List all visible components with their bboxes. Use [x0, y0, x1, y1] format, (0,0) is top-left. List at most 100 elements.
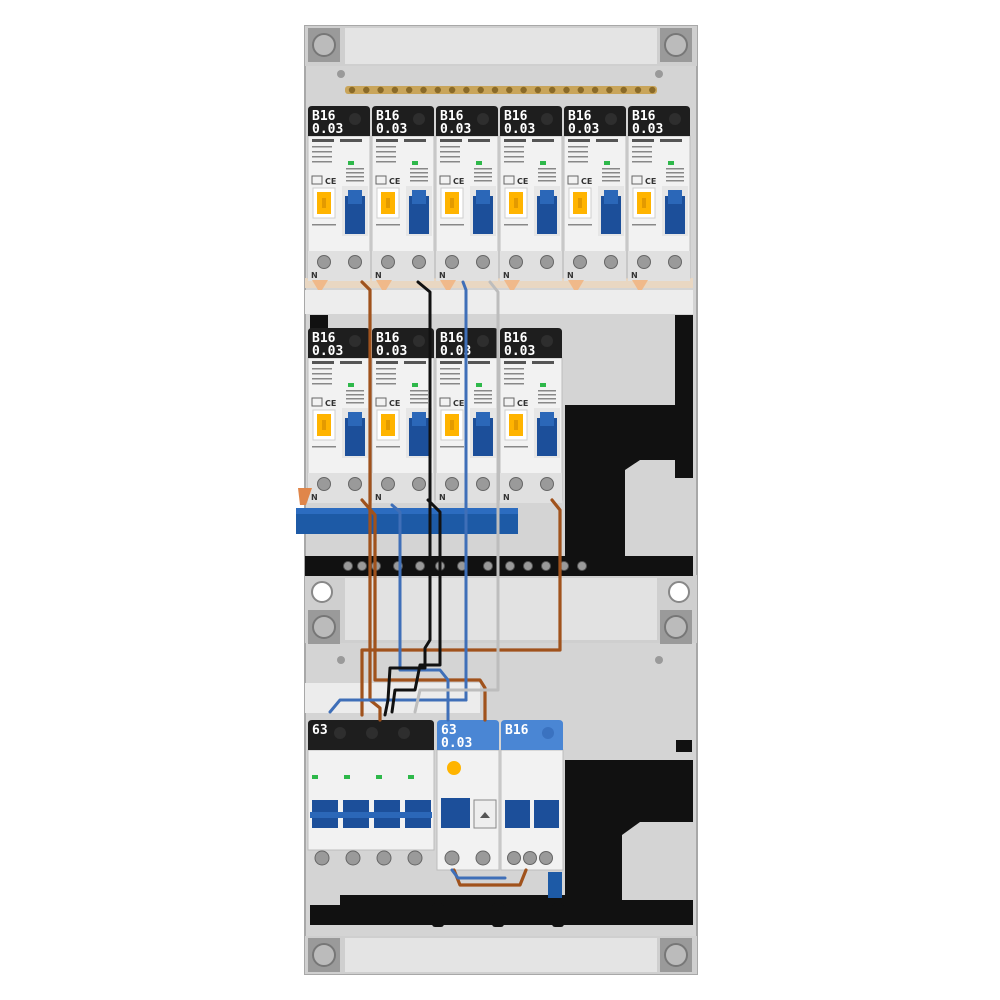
brand-mark: [504, 361, 526, 364]
mcb-lever[interactable]: [534, 800, 559, 828]
rcbo-rating-label: B16: [440, 109, 464, 124]
rating-box: [439, 397, 451, 407]
terminal-screw: [343, 561, 353, 571]
rcbo-lever[interactable]: [473, 418, 493, 456]
rcbo-lever[interactable]: [665, 196, 685, 234]
rcbo-lever[interactable]: [409, 196, 429, 234]
rcd-test-button[interactable]: [447, 761, 461, 775]
rcbo-lever[interactable]: [345, 418, 365, 456]
spec-text-line: [440, 156, 460, 158]
spec-text-line: [312, 378, 332, 380]
main-switch-label-text: 63: [312, 723, 328, 738]
rcd-lever[interactable]: [441, 798, 470, 828]
ce-mark-icon: CE: [389, 399, 400, 408]
spec-text-line: [440, 224, 464, 226]
mcb-label-text: B16: [505, 723, 529, 738]
busbar-screw: [434, 86, 441, 94]
rcbo-lever-cap[interactable]: [348, 190, 362, 204]
terminal-screw: [381, 255, 395, 269]
rcbo-lever[interactable]: [537, 196, 557, 234]
rating-box: [503, 175, 515, 185]
rcbo-lever-cap[interactable]: [412, 190, 426, 204]
terminal-screw: [540, 255, 554, 269]
mcb-device[interactable]: B16: [500, 720, 564, 898]
spec-text-line: [440, 368, 460, 370]
rating-box: [439, 175, 451, 185]
rcbo-sensitivity-label: 0.03: [632, 122, 663, 137]
neutral-terminal-mark: N: [375, 271, 382, 280]
spec-text-line: [632, 146, 652, 148]
rcbo-sensitivity-label: 0.03: [312, 344, 343, 359]
rcd-label-text: 63: [441, 723, 457, 738]
rcbo-lever-cap[interactable]: [604, 190, 618, 204]
mounting-screw-icon: [660, 938, 692, 972]
spec-text-line: [568, 156, 588, 158]
spec-text-line: [376, 378, 396, 380]
rcd-device[interactable]: 630.03: [436, 720, 500, 871]
ce-mark-icon: CE: [645, 177, 656, 186]
terminal-block-screws: [343, 561, 587, 571]
spec-text-line: [410, 172, 428, 174]
mcb-lever[interactable]: [505, 800, 530, 828]
comb-tab: [632, 280, 648, 290]
busbar-screw: [620, 86, 627, 94]
spec-text-line: [666, 176, 684, 178]
ce-mark-icon: CE: [517, 399, 528, 408]
terminal-screw: [348, 255, 362, 269]
spec-text-line: [632, 156, 652, 158]
rcbo-lever-cap[interactable]: [540, 190, 554, 204]
middle-frame-highlight: [345, 578, 657, 640]
rating-box: [567, 175, 579, 185]
spec-text-line: [440, 373, 460, 375]
rating-box: [311, 175, 323, 185]
bottom-frame-highlight: [345, 938, 657, 972]
rating-box: [375, 397, 387, 407]
brand-mark: [440, 361, 462, 364]
label-cap-recess: [413, 335, 425, 347]
rcbo-lever[interactable]: [473, 196, 493, 234]
rcbo-lever[interactable]: [345, 196, 365, 234]
knockout-icon: [311, 581, 333, 603]
main-switch[interactable]: 63: [307, 720, 435, 866]
mounting-screw-icon: [660, 28, 692, 62]
status-indicator: [348, 383, 354, 387]
terminal-screw: [407, 850, 423, 866]
rcbo-lever-cap[interactable]: [348, 412, 362, 426]
din-rail-row3-right: [565, 760, 693, 925]
busbar-screw: [563, 86, 570, 94]
rcbo-lever[interactable]: [409, 418, 429, 456]
status-indicator: [476, 161, 482, 165]
rcbo-lever[interactable]: [601, 196, 621, 234]
spec-text-line: [602, 168, 620, 170]
spec-text-line: [474, 180, 492, 182]
rcbo-lever-cap[interactable]: [540, 412, 554, 426]
rcbo-lever-cap[interactable]: [476, 412, 490, 426]
spec-text-line: [538, 402, 556, 404]
spec-text-line: [312, 156, 332, 158]
row3-rail-bottom-left: [310, 905, 360, 925]
busbar-screw: [649, 86, 656, 94]
busbar-screw: [420, 86, 427, 94]
mounting-screw-icon: [660, 610, 692, 644]
rcbo-lever-cap[interactable]: [668, 190, 682, 204]
mcb-neutral-link: [548, 872, 562, 898]
rcbo-lever-cap[interactable]: [476, 190, 490, 204]
spec-text-line: [312, 146, 332, 148]
terminal-screw: [357, 561, 367, 571]
rcbo-lever[interactable]: [537, 418, 557, 456]
toggle-slot: [642, 198, 646, 208]
spec-text-line: [666, 172, 684, 174]
rcbo-lever-cap[interactable]: [412, 412, 426, 426]
label-cap-recess: [541, 113, 553, 125]
wire-brown: [360, 498, 377, 542]
